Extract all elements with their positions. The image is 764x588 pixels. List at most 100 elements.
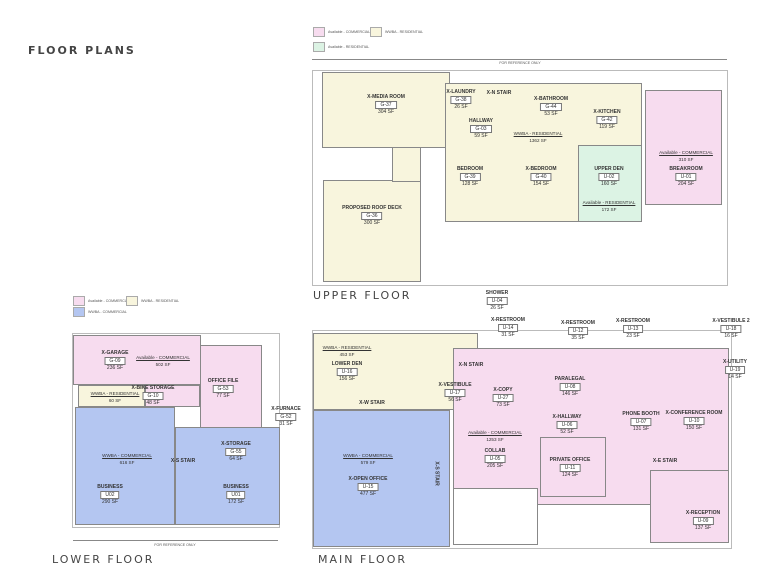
room-code: U-08 — [559, 383, 581, 391]
room-name: X-S STAIR — [170, 458, 196, 464]
zone-area: 1253 SF — [486, 437, 504, 442]
zone-area: 616 SF — [119, 460, 135, 465]
legend-label: Available - RESIDENTIAL — [328, 45, 370, 49]
room-code: U01 — [226, 491, 246, 499]
zone-area: 453 SF — [339, 352, 355, 357]
room-name: X-W STAIR — [359, 400, 385, 406]
zone-name: WWBA - RESIDENTIAL — [90, 391, 140, 396]
room-name: BUSINESS — [223, 484, 249, 490]
room-area: 31 SF — [279, 421, 293, 427]
room-name: X-GARAGE — [101, 350, 129, 356]
legend-swatch-icon — [313, 27, 325, 37]
room-code: U-17 — [444, 389, 466, 397]
room-name: PARALEGAL — [554, 376, 586, 382]
room-name: BEDROOM — [456, 166, 484, 172]
wwba-commercial-area — [75, 407, 175, 525]
room-code: G-52 — [275, 413, 297, 421]
legend-swatch-icon — [126, 296, 138, 306]
room-name: X-STORAGE — [221, 441, 251, 447]
room-label: X-S STAIR — [433, 461, 440, 485]
room-code: U-14 — [497, 324, 519, 332]
room-code: U-09 — [692, 517, 714, 525]
legend-item: WWBA - COMMERCIAL — [73, 307, 127, 317]
room-code: G-38 — [450, 96, 472, 104]
room-code: U-06 — [556, 421, 578, 429]
room-code: U-02 — [598, 173, 620, 181]
room-name: PROPOSED ROOF DECK — [342, 205, 402, 211]
room-area: 128 SF — [461, 181, 479, 187]
room-code: U-01 — [675, 173, 697, 181]
room-code: U-16 — [336, 368, 358, 376]
room-area: 137 SF — [694, 525, 712, 531]
room-area: 477 SF — [359, 491, 377, 497]
room-name: X-BATHROOM — [533, 96, 569, 102]
reference-note: FOR REFERENCE ONLY — [154, 543, 196, 547]
room-name: OFFICE FILE — [207, 378, 239, 384]
room-code: U-04 — [486, 297, 508, 305]
room-name: X-BIKE STORAGE — [131, 385, 175, 391]
zone-label: WWBA - RESIDENTIAL 1362 SF — [514, 130, 563, 144]
room-name: X-RECEPTION — [685, 510, 721, 516]
zone-area: 310 SF — [678, 157, 694, 162]
room-area: 160 SF — [600, 181, 618, 187]
legend-swatch-icon — [370, 27, 382, 37]
room-name: PRIVATE OFFICE — [549, 457, 591, 463]
room-code: G-55 — [225, 448, 247, 456]
room-name: X-E STAIR — [652, 458, 678, 464]
room-name: X-BEDROOM — [525, 166, 557, 172]
room-name: SHOWER — [485, 290, 509, 296]
room-area: 64 SF — [229, 456, 243, 462]
legend-label: WWBA - COMMERCIAL — [88, 310, 127, 314]
zone-name: WWBA - RESIDENTIAL — [513, 131, 563, 136]
room-area: 172 SF — [227, 499, 245, 505]
room-label: X-N STAIR — [459, 362, 484, 369]
dimension-line — [73, 540, 278, 541]
room-area: 52 SF — [560, 429, 574, 435]
room-code: U-18 — [720, 325, 742, 333]
legend-swatch-icon — [73, 296, 85, 306]
legend-item: WWBA - RESIDENTIAL — [370, 27, 423, 37]
zone-area: 579 SF — [360, 460, 376, 465]
room-area: 26 SF — [490, 305, 504, 311]
legend-swatch-icon — [73, 307, 85, 317]
room-area: 16 SF — [724, 333, 738, 339]
room-area: 124 SF — [561, 472, 579, 478]
legend-item: WWBA - RESIDENTIAL — [126, 296, 179, 306]
room-code: G-40 — [530, 173, 552, 181]
room-area: 56 SF — [448, 397, 462, 403]
room-name: X-N STAIR — [458, 362, 484, 368]
room-area: 156 SF — [338, 376, 356, 382]
zone-name: WWBA - RESIDENTIAL — [322, 345, 372, 350]
zone-name: WWBA - COMMERCIAL — [343, 453, 393, 458]
zone-area: 502 SF — [155, 362, 171, 367]
room-area: 290 SF — [101, 499, 119, 505]
main-floor-outline — [312, 330, 732, 549]
room-code: U-15 — [357, 483, 379, 491]
room-name: X-KITCHEN — [593, 109, 621, 115]
room-name: X-S STAIR — [433, 461, 440, 486]
zone-area: 1362 SF — [529, 138, 547, 143]
room-area: 150 SF — [685, 425, 703, 431]
zone-area: 60 SF — [108, 398, 122, 403]
unassigned-area — [453, 488, 538, 545]
zone-name: Available - COMMERCIAL — [136, 355, 190, 360]
